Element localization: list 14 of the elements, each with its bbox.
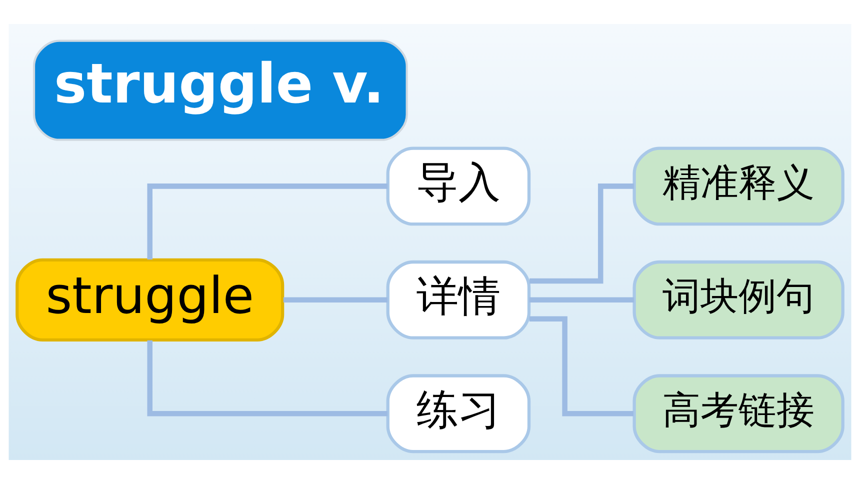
node-box: 练习 [386,374,531,454]
connector [147,340,388,416]
node-box: 词块例句 [632,260,844,340]
connector [529,316,634,416]
node-box: 详情 [386,260,531,340]
node-box: 导入 [386,146,531,226]
connector [147,184,388,260]
connector [283,297,388,303]
node-box: 精准释义 [632,146,844,226]
node-box: 高考链接 [632,374,844,454]
diagram-title: struggle v. [54,52,384,116]
node-box: struggle [16,258,284,342]
connector [529,297,634,303]
connector [530,184,634,284]
